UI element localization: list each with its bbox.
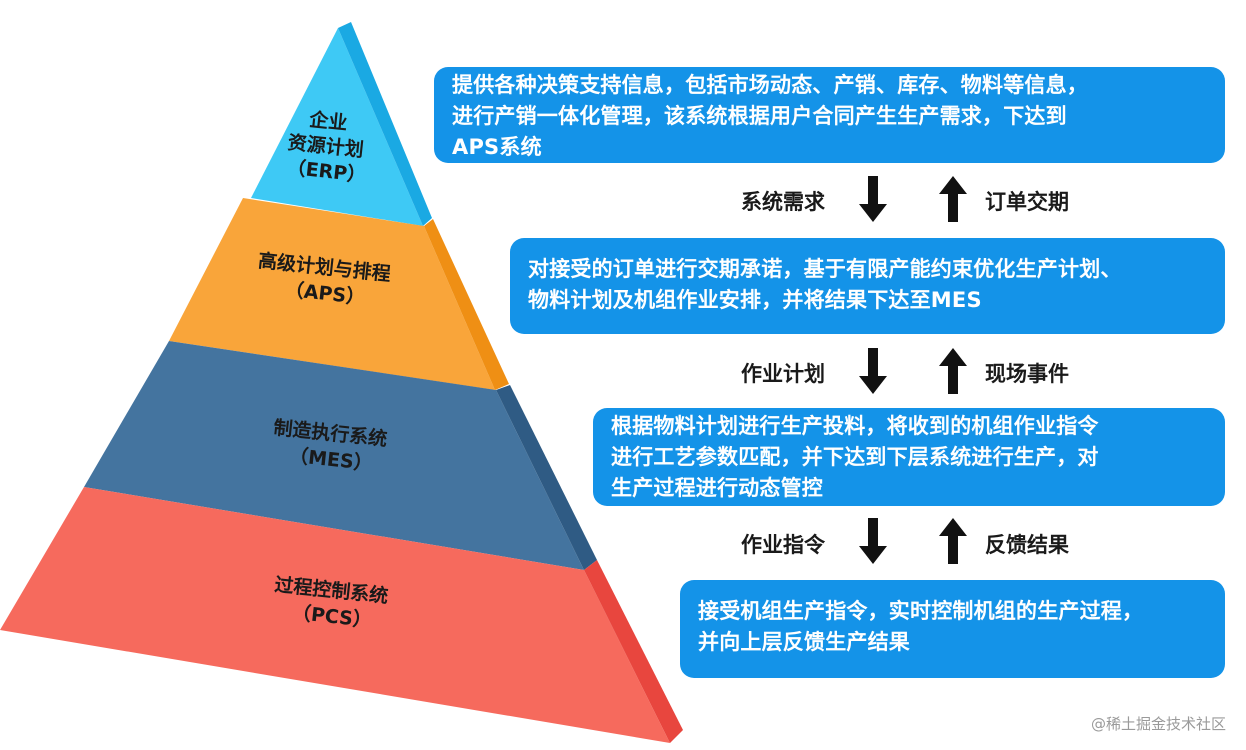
- layer-side: [338, 22, 432, 226]
- description-erp: 提供各种决策支持信息，包括市场动态、产销、库存、物料等信息， 进行产销一体化管理…: [434, 67, 1225, 163]
- flow-label-up: 订单交期: [985, 190, 1069, 214]
- flow-label-down: 作业指令: [741, 533, 825, 557]
- layer-front: [84, 341, 584, 570]
- pyramid-layer-mes: 制造执行系统 （MES）: [84, 341, 597, 570]
- layer-side: [424, 219, 509, 390]
- arrow-up-icon: [939, 176, 967, 222]
- pyramid-layer-aps: 高级计划与排程 （APS）: [169, 198, 509, 390]
- flow-label-down: 系统需求: [741, 190, 825, 214]
- flow-label-up: 反馈结果: [985, 533, 1069, 557]
- layer-front: [251, 28, 423, 226]
- pyramid-layer-pcs: 过程控制系统 （PCS）: [0, 487, 683, 743]
- description-aps: 对接受的订单进行交期承诺，基于有限产能约束优化生产计划、 物料计划及机组作业安排…: [510, 238, 1225, 334]
- flow-label-down: 作业计划: [741, 362, 825, 386]
- flow-label-up: 现场事件: [985, 362, 1069, 386]
- arrow-down-icon: [859, 518, 887, 564]
- pyramid-layer-erp: 企业 资源计划 （ERP）: [251, 22, 432, 226]
- watermark: @稀土掘金技术社区: [1090, 715, 1226, 733]
- layer-label-line: 企业: [307, 108, 348, 135]
- layer-side: [496, 385, 597, 570]
- arrow-up-icon: [939, 348, 967, 394]
- description-pcs: 接受机组生产指令，实时控制机组的生产过程， 并向上层反馈生产结果: [680, 580, 1225, 678]
- description-mes: 根据物料计划进行生产投料，将收到的机组作业指令 进行工艺参数匹配，并下达到下层系…: [593, 408, 1225, 506]
- layer-side: [584, 560, 683, 743]
- layer-front: [0, 487, 670, 743]
- arrow-down-icon: [859, 176, 887, 222]
- arrow-up-icon: [939, 518, 967, 564]
- arrow-down-icon: [859, 348, 887, 394]
- layer-front: [169, 198, 495, 390]
